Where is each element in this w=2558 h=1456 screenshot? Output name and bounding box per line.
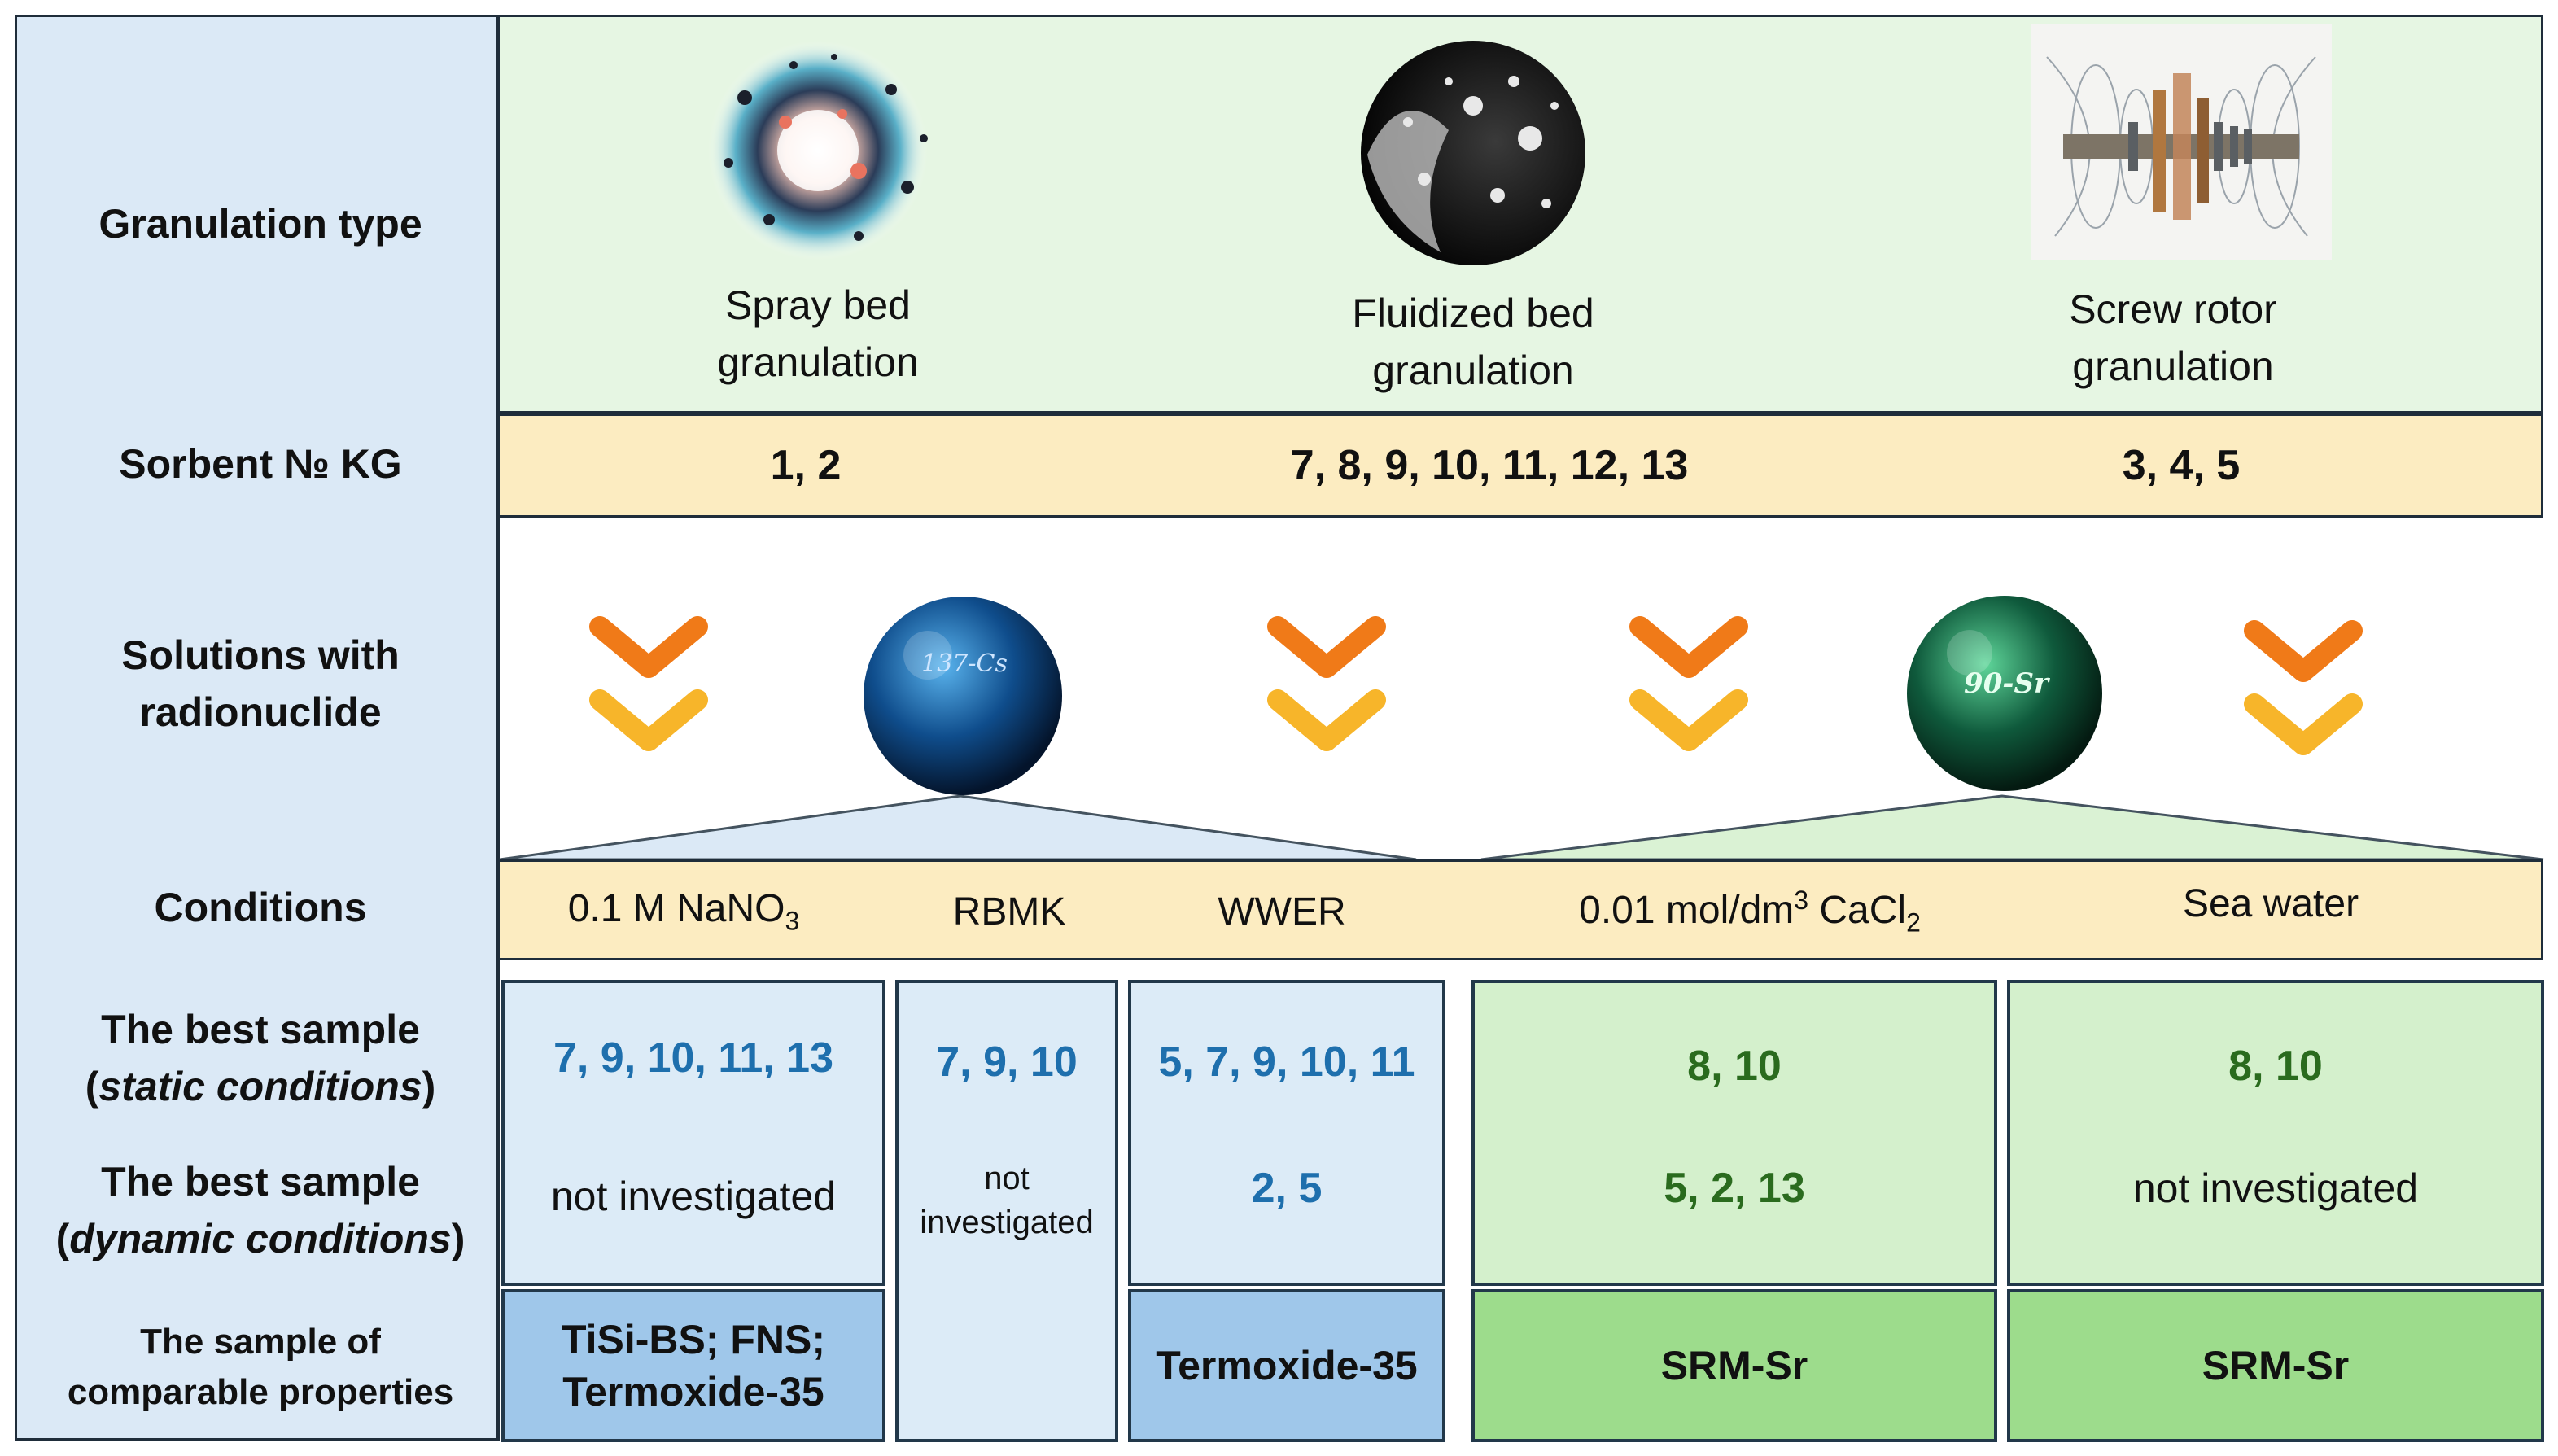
cs-sphere-icon (864, 597, 1062, 795)
label-sorbent-kg: Sorbent № KG (119, 441, 402, 487)
nano3-comparable: TiSi-BS; FNS; Termoxide-35 (501, 1289, 885, 1442)
screw-rotor-title: Screw rotor granulation (2069, 286, 2277, 389)
condition-cacl2: 0.01 mol/dm3 CaCl2 (1579, 885, 1921, 938)
cacl2-comparable: SRM-Sr (1471, 1289, 1997, 1442)
kg-spray: 1, 2 (770, 442, 842, 489)
rbmk-dynamic: not investigated (920, 1161, 1094, 1240)
chevron-down-icon (600, 627, 697, 741)
condition-wwer: WWER (1218, 890, 1346, 934)
kg-screw: 3, 4, 5 (2122, 442, 2241, 489)
sr-sphere-icon (1907, 596, 2102, 791)
condition-rbmk: RBMK (952, 890, 1066, 934)
label-conditions: Conditions (154, 885, 367, 930)
cs-sphere-label: 137-Cs (921, 649, 1008, 678)
condition-sea: Sea water (2182, 881, 2359, 925)
sea-static: 8, 10 (2228, 1043, 2323, 1090)
sea-dynamic: not investigated (2132, 1165, 2419, 1211)
sea-comparable: SRM-Sr (2007, 1289, 2544, 1442)
row-label-panel (15, 15, 500, 1441)
screw-rotor-image (2031, 24, 2332, 260)
sr-sphere-label: 90-Sr (1964, 667, 2049, 700)
rbmk-results-box (895, 980, 1118, 1442)
wwer-comparable: Termoxide-35 (1128, 1289, 1445, 1442)
cacl2-results-box (1471, 980, 1997, 1286)
nano3-results-box (501, 980, 885, 1286)
rbmk-static: 7, 9, 10 (936, 1038, 1078, 1086)
conditions-band (500, 859, 2543, 960)
wwer-dynamic: 2, 5 (1251, 1165, 1323, 1212)
sea-results-box (2007, 980, 2544, 1286)
label-comparable: The sample of comparable properties (67, 1322, 454, 1412)
condition-nano3: 0.1 M NaNO3 (567, 887, 800, 936)
fluidized-bed-image (1351, 33, 1595, 269)
wwer-static: 5, 7, 9, 10, 11 (1158, 1038, 1415, 1086)
wwer-results-box (1128, 980, 1445, 1286)
kg-fluidized: 7, 8, 9, 10, 11, 12, 13 (1290, 442, 1689, 489)
chevron-down-icon (1640, 627, 1738, 741)
label-granulation-type: Granulation type (98, 201, 422, 247)
label-best-static: The best sample (static conditions) (85, 1007, 436, 1109)
label-best-dynamic: The best sample (dynamic conditions) (55, 1159, 466, 1261)
spray-bed-image (696, 33, 940, 269)
sorbent-kg-band (500, 413, 2543, 518)
chevron-down-icon (2254, 631, 2352, 745)
label-solutions: Solutions with radionuclide (121, 632, 400, 735)
nano3-dynamic: not investigated (550, 1174, 837, 1219)
cacl2-static: 8, 10 (1687, 1043, 1782, 1090)
chevron-down-icon (1278, 627, 1375, 741)
cacl2-dynamic: 5, 2, 13 (1664, 1165, 1805, 1212)
spray-bed-title: Spray bed granulation (717, 282, 919, 385)
nano3-static: 7, 9, 10, 11, 13 (553, 1034, 834, 1082)
fluidized-bed-title: Fluidized bed granulation (1352, 291, 1594, 393)
